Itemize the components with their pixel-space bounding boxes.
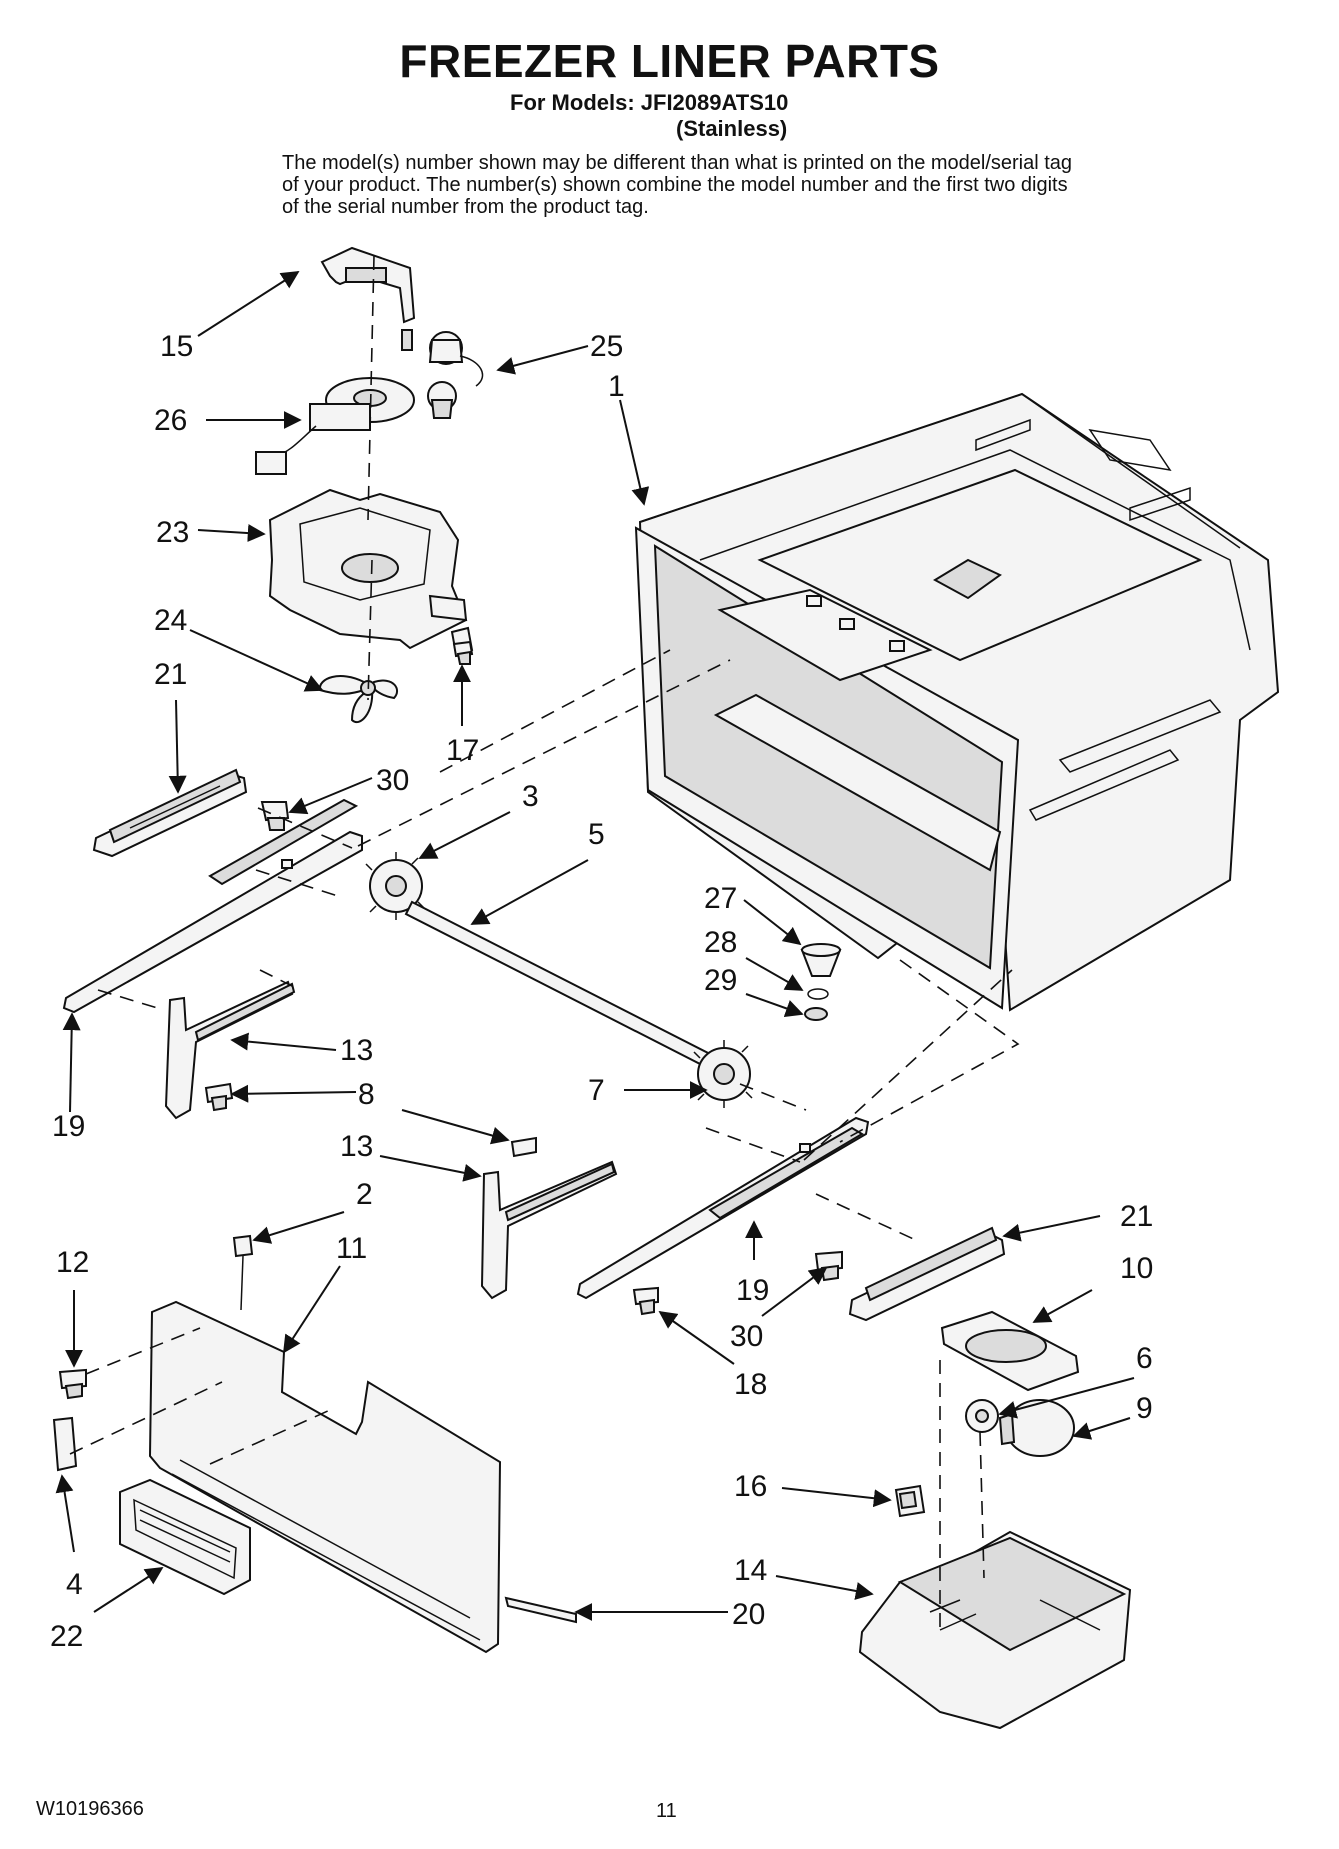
screw-30-lower	[814, 1250, 843, 1282]
callout-30-upper: 30	[376, 764, 409, 797]
light-housing	[858, 1530, 1132, 1730]
callout-19-right: 19	[736, 1274, 769, 1307]
alignment-lines	[69, 255, 1020, 1632]
clip-part	[52, 1416, 78, 1472]
callout-1: 1	[608, 370, 625, 403]
callout-28: 28	[704, 926, 737, 959]
callout-30-lower: 30	[730, 1320, 763, 1353]
pin-part	[232, 1234, 254, 1311]
fan-motor	[255, 377, 415, 475]
callout-17: 17	[446, 734, 479, 767]
callout-18: 18	[734, 1368, 767, 1401]
light-lens-cover	[940, 1310, 1080, 1392]
freezer-liner-bin	[634, 392, 1280, 1012]
model-number-note: The model(s) number shown may be differe…	[282, 152, 1073, 218]
callout-9: 9	[1136, 1392, 1153, 1425]
crossbar-shaft	[404, 900, 712, 1068]
callout-20: 20	[732, 1598, 765, 1631]
light-socket	[965, 1399, 999, 1433]
rear-cover-panel	[148, 1300, 502, 1654]
callout-4: 4	[66, 1568, 83, 1601]
screw-17	[452, 640, 474, 665]
models-line: For Models: JFI2089ATS10	[510, 90, 789, 115]
callout-15: 15	[160, 330, 193, 363]
callout-21-lower: 21	[1120, 1200, 1153, 1233]
callout-12: 12	[56, 1246, 89, 1279]
foam-strip	[504, 1596, 577, 1624]
sensor-part	[427, 331, 484, 419]
callout-24: 24	[154, 604, 187, 637]
model-variant: (Stainless)	[676, 116, 788, 141]
callout-13-right: 13	[340, 1130, 373, 1163]
fan-motor-bracket	[320, 246, 416, 351]
callout-21-upper: 21	[154, 658, 187, 691]
slide-rail-bracket-right	[848, 1226, 1006, 1322]
light-bulb	[998, 1399, 1075, 1457]
screw-12	[58, 1368, 87, 1400]
callout-16: 16	[734, 1470, 767, 1503]
document-code: W10196366	[36, 1798, 144, 1820]
callout-29: 29	[704, 964, 737, 997]
slide-rail-left	[62, 798, 363, 1014]
gear-right	[693, 1040, 753, 1108]
page-number: 11	[656, 1800, 677, 1822]
leader-arrows	[55, 271, 1135, 1621]
support-bracket-right	[480, 1160, 618, 1300]
vent-grille	[119, 1478, 251, 1596]
slide-rail-right	[576, 1116, 870, 1300]
callout-26: 26	[154, 404, 187, 437]
drain-fitting	[800, 943, 842, 1021]
support-bracket-left	[164, 980, 296, 1120]
callout-14: 14	[734, 1554, 767, 1587]
callout-27: 27	[704, 882, 737, 915]
screw-8-left	[204, 1082, 234, 1112]
screw-18	[632, 1286, 659, 1316]
callout-10: 10	[1120, 1252, 1153, 1285]
callout-2: 2	[356, 1178, 373, 1211]
callout-22: 22	[50, 1620, 83, 1653]
callout-6: 6	[1136, 1342, 1153, 1375]
screw-8-right	[510, 1136, 537, 1158]
callout-5: 5	[588, 818, 605, 851]
page-title: FREEZER LINER PARTS	[399, 35, 940, 87]
callout-23: 23	[156, 516, 189, 549]
fan-blade	[318, 675, 399, 723]
light-switch	[894, 1484, 926, 1518]
callout-11: 11	[336, 1232, 367, 1265]
callout-8: 8	[358, 1078, 375, 1111]
callout-labels: 15 25 26 1 23 24 21 17 30 3 5 27 28 29 1…	[50, 330, 1153, 1653]
slide-rail-bracket-left	[92, 768, 248, 858]
callout-3: 3	[522, 780, 539, 813]
screw-30-upper	[260, 801, 290, 831]
callout-19-left: 19	[52, 1110, 85, 1143]
callout-7: 7	[588, 1074, 605, 1107]
callout-25: 25	[590, 330, 623, 363]
gear-left	[365, 852, 425, 920]
callout-13-left: 13	[340, 1034, 373, 1067]
